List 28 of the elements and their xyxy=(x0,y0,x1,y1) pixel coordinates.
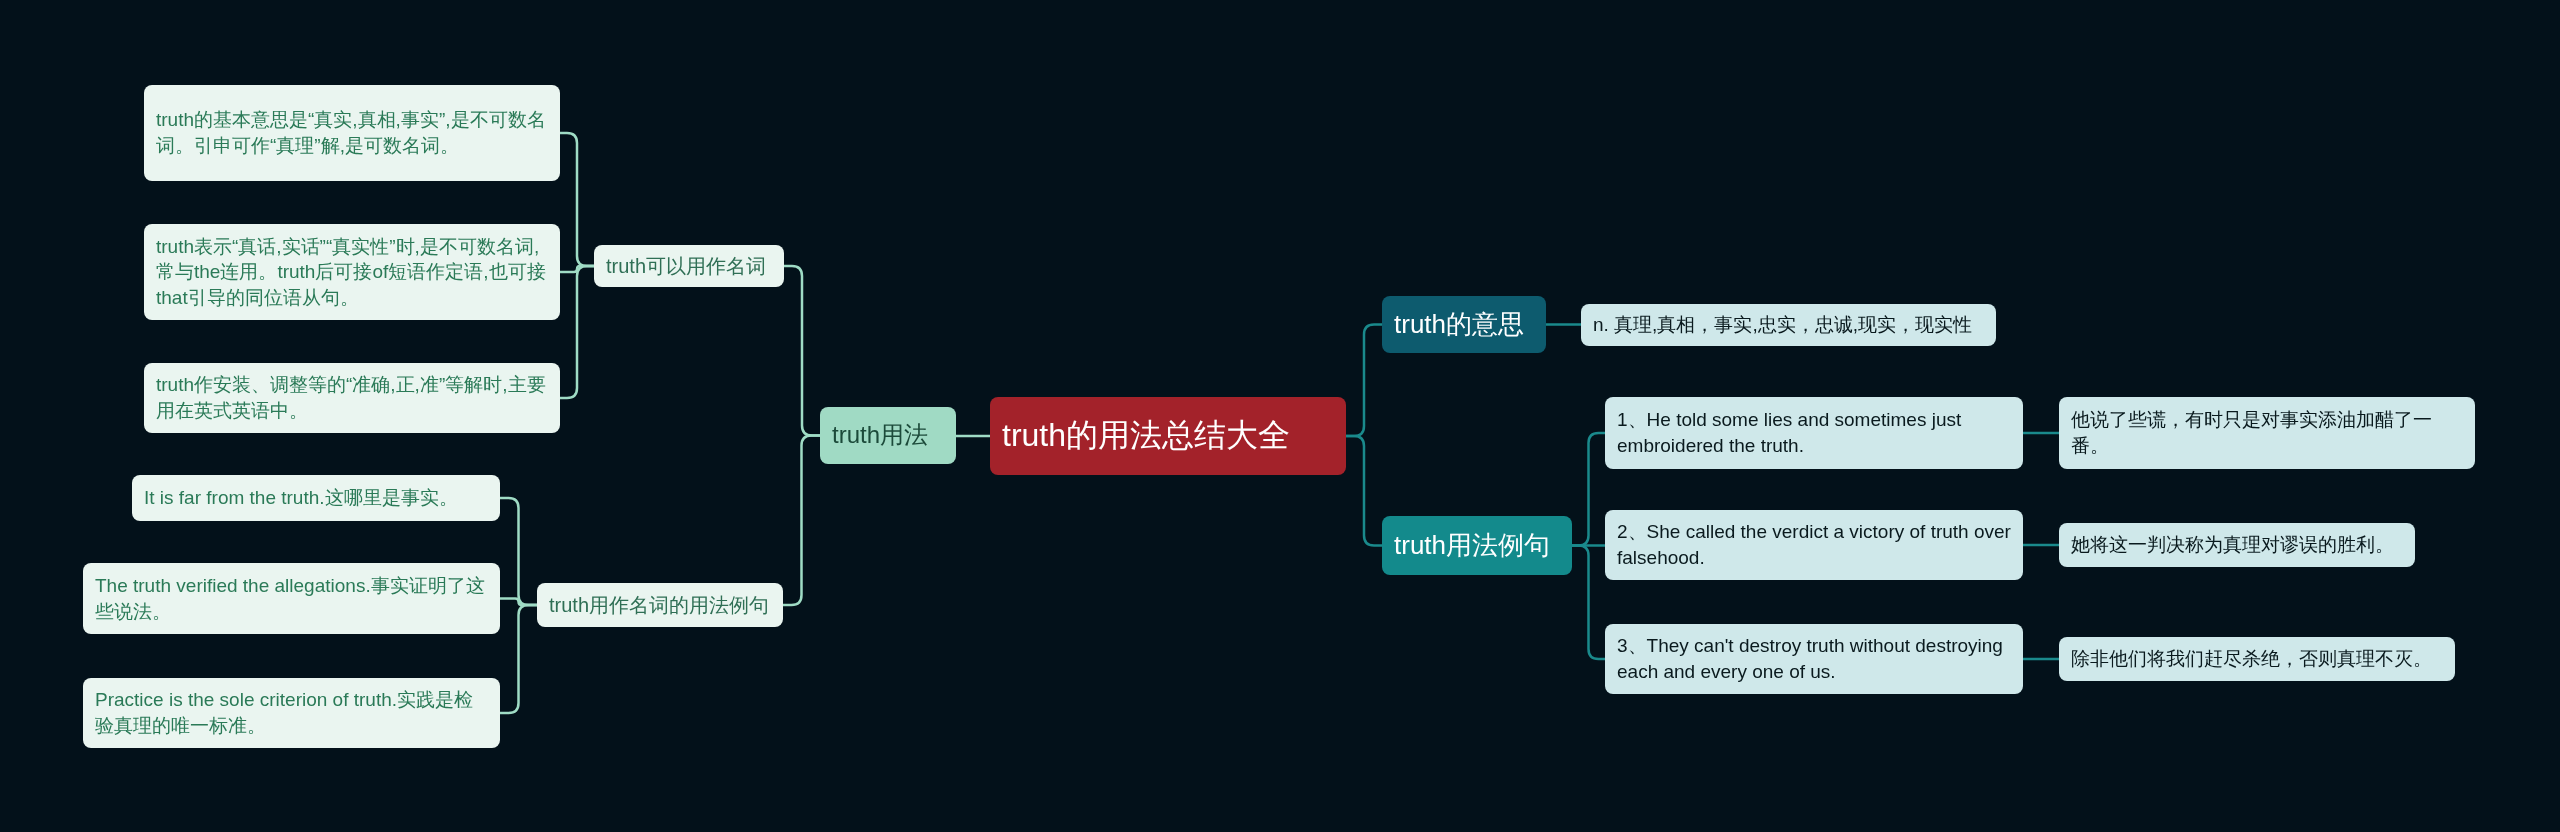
note-box: The truth verified the allegations.事实证明了这些说法。 xyxy=(83,563,500,634)
root-topic: truth的用法总结大全 xyxy=(990,397,1346,475)
note-box: Practice is the sole criterion of truth.实践是检验真理的唯一标准。 xyxy=(83,678,500,748)
note-box: truth作安装、调整等的“准确,正,准”等解时,主要用在英式英语中。 xyxy=(144,363,560,433)
note-box: 2、She called the verdict a victory of truth over falsehood. xyxy=(1605,510,2023,580)
branch-topic: truth的意思 xyxy=(1382,296,1546,353)
note-box: n. 真理,真相，事实,忠实，忠诚,现实，现实性 xyxy=(1581,304,1996,346)
branch-topic: truth用法例句 xyxy=(1382,516,1572,575)
subtopic-box: truth用作名词的用法例句 xyxy=(537,583,783,627)
connector-line xyxy=(956,434,990,438)
note-box: 她将这一判决称为真理对谬误的胜利。 xyxy=(2059,523,2415,567)
note-box: 3、They can't destroy truth without destroying each and every one of us. xyxy=(1605,624,2023,694)
connector-line xyxy=(1572,544,1605,661)
connector-line xyxy=(500,603,537,715)
note-box: truth的基本意思是“真实,真相,事实”,是不可数名词。引申可作“真理”解,是可数名词。 xyxy=(144,85,560,181)
note-box: truth表示“真话,实话”“真实性”时,是不可数名词,常与the连用。truth后可接of短语作定语,也可接that引导的同位语从句。 xyxy=(144,224,560,320)
connector-line xyxy=(783,434,820,607)
note-box: It is far from the truth.这哪里是事实。 xyxy=(132,475,500,521)
note-box: 他说了些谎，有时只是对事实添油加醋了一番。 xyxy=(2059,397,2475,469)
note-box: 除非他们将我们赶尽杀绝，否则真理不灭。 xyxy=(2059,637,2455,681)
note-box: 1、He told some lies and sometimes just embroidered the truth. xyxy=(1605,397,2023,469)
connector-line xyxy=(2023,431,2059,435)
connector-line xyxy=(1546,323,1581,326)
branch-topic: truth用法 xyxy=(820,407,956,464)
connector-line xyxy=(2023,657,2059,661)
subtopic-box: truth可以用作名词 xyxy=(594,245,784,287)
connector-line xyxy=(1346,434,1382,547)
connector-line xyxy=(2023,543,2059,547)
